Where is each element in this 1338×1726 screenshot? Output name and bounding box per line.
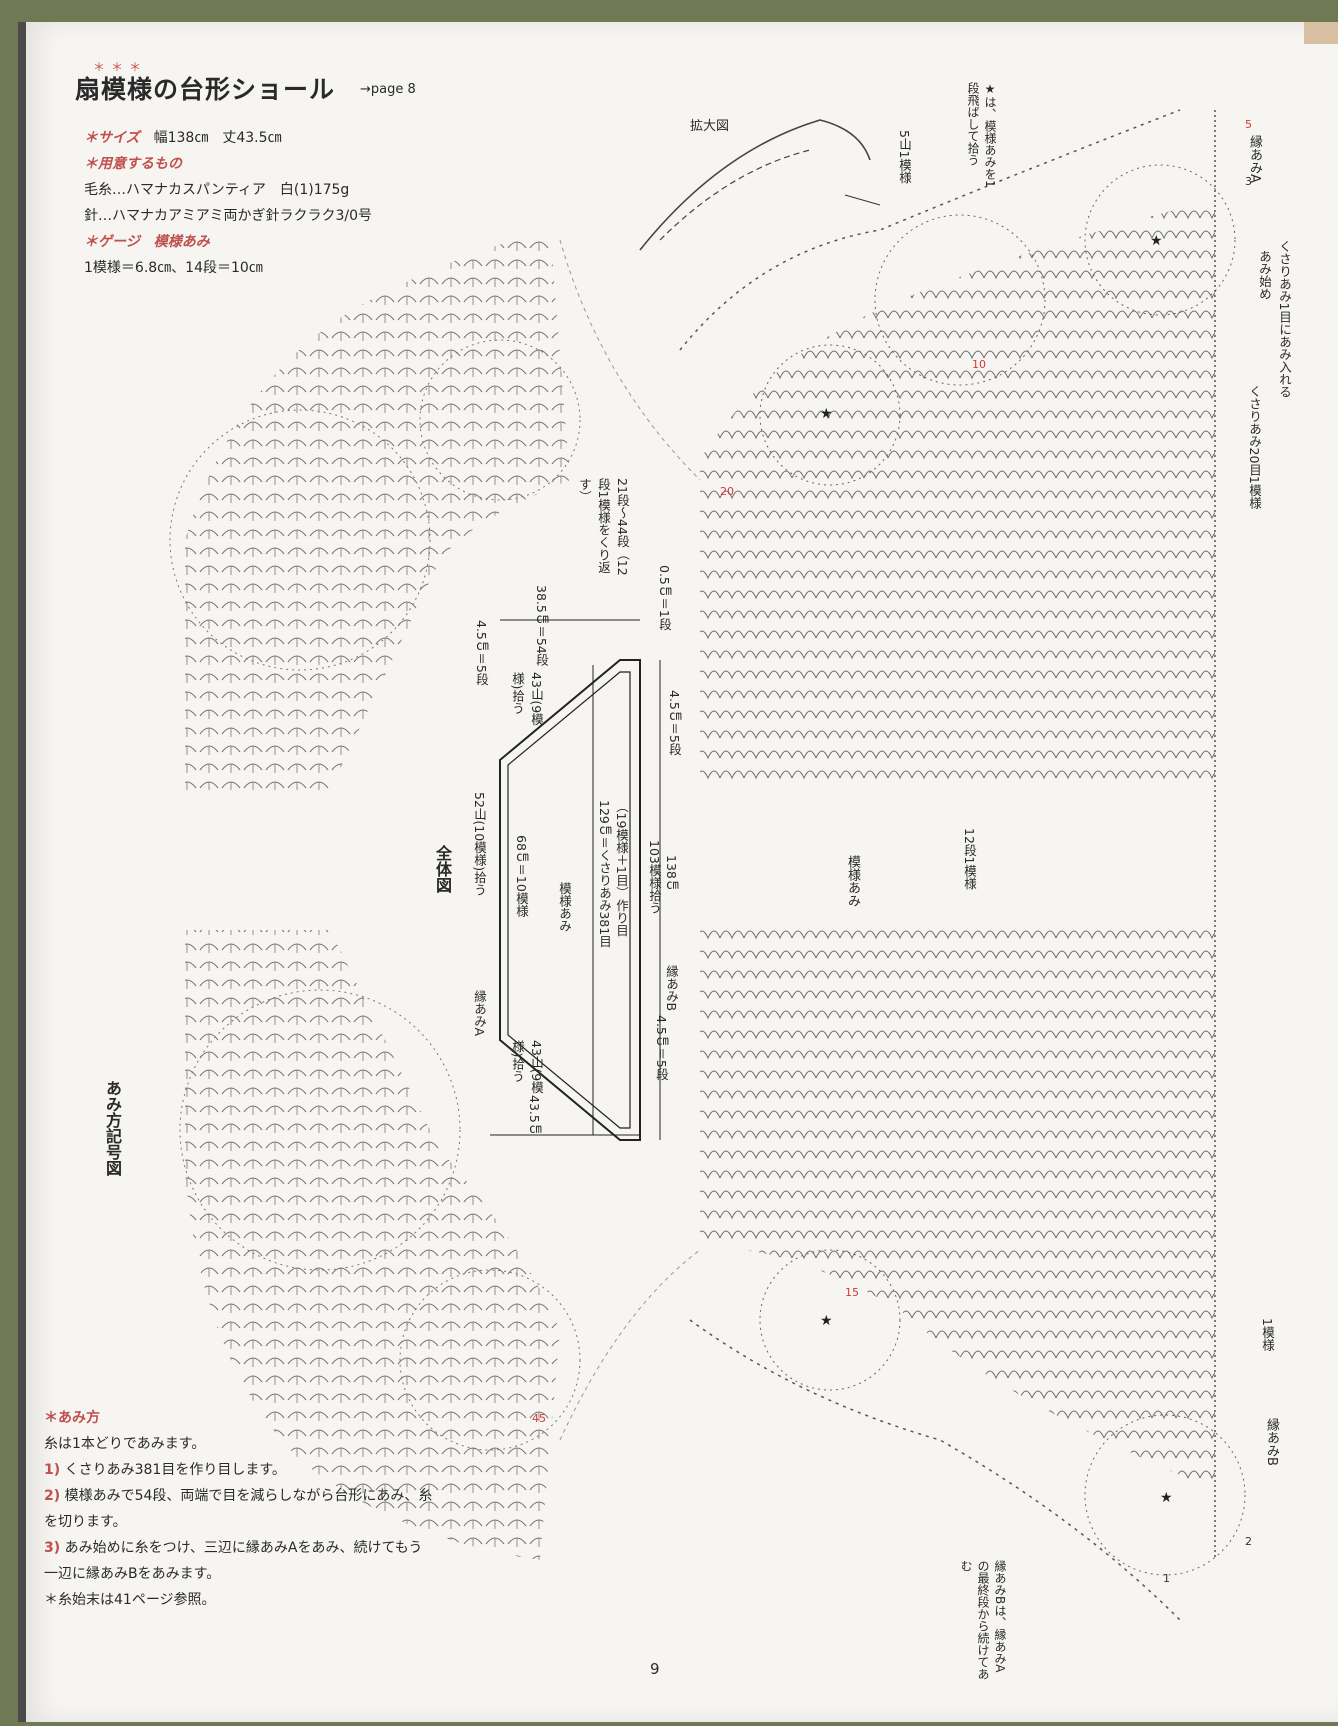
gauge-label: ＊ゲージ 模様あみ bbox=[84, 234, 210, 250]
fuchi-a-small-label: 縁あみA bbox=[472, 990, 487, 1037]
edge-top-label: 4.5㎝＝5段 bbox=[474, 620, 489, 686]
kusari-first-label: くさりあみ1目にあみ入れる bbox=[1277, 240, 1292, 398]
difficulty-stars: ＊＊＊ bbox=[93, 60, 148, 74]
edge-right-label: 4.5㎝＝5段 bbox=[667, 690, 682, 756]
top-width-label: 68㎝＝10模様 bbox=[514, 835, 529, 917]
side-top-pickup-label: 43山(9模様)拾う bbox=[510, 672, 544, 726]
row-number: 15 bbox=[845, 1286, 859, 1299]
fuchi-b-label: 縁あみB bbox=[1264, 1418, 1279, 1466]
fuchi-a-label: 縁あみA bbox=[1247, 135, 1262, 183]
page-title: 扇模様の台形ショール bbox=[75, 75, 336, 104]
page-corner bbox=[1304, 22, 1338, 44]
svg-text:★: ★ bbox=[1150, 233, 1163, 249]
method-heading: ＊あみ方 bbox=[44, 1410, 100, 1426]
left-upper-pattern bbox=[169, 230, 581, 790]
edge-bottom-label: 4.5㎝＝5段 bbox=[654, 1015, 669, 1081]
bottom-width-label: 138㎝ bbox=[664, 855, 679, 892]
gauge-value: 1模様＝6.8㎝、14段＝10㎝ bbox=[84, 260, 263, 276]
method-step-2: 模様あみで54段、両端で目を減らしながら台形にあみ、糸を切ります。 bbox=[44, 1488, 433, 1530]
enlarged-detail bbox=[639, 119, 881, 251]
bottom-pickup-label: 103模様拾う bbox=[647, 840, 662, 914]
method-intro: 糸は1本どりであみます。 bbox=[44, 1436, 206, 1452]
rows-21-44-label: 21段〜44段（12段1模様をくり返す） bbox=[577, 478, 630, 576]
step-number: 2) bbox=[44, 1488, 61, 1504]
method-note: ＊糸始末は41ページ参照。 bbox=[44, 1592, 216, 1608]
side-bottom-pickup-label: 43山(9模様)拾う bbox=[510, 1040, 544, 1094]
enlarged-label: 拡大図 bbox=[690, 119, 730, 134]
height-total-label: 43.5㎝ bbox=[527, 1095, 542, 1136]
svg-text:★: ★ bbox=[820, 406, 833, 422]
five-yama-label: 5山1模様 bbox=[897, 130, 912, 184]
method-block: ＊あみ方 糸は1本どりであみます。 1) くさりあみ381目を作り目します。 2… bbox=[44, 1405, 434, 1613]
bottom-chain-label: 129㎝＝くさりあみ381目 bbox=[597, 800, 612, 948]
page-number: 9 bbox=[650, 1660, 660, 1678]
moyou-ami-center: 模様あみ bbox=[557, 882, 572, 932]
chart-title: あみ方記号図 bbox=[103, 1080, 122, 1176]
row-number: 45 bbox=[532, 1412, 546, 1425]
row-number: 10 bbox=[972, 358, 986, 371]
step-number: 3) bbox=[44, 1540, 61, 1556]
size-label: ＊サイズ bbox=[84, 130, 140, 146]
twelve-rows-label: 12段1模様 bbox=[962, 828, 977, 890]
needle-info: 針…ハマナカアミアミ両かぎ針ラクラク3/0号 bbox=[84, 208, 372, 224]
overall-diagram-title: 全体図 bbox=[433, 845, 452, 893]
left-lower-pattern bbox=[179, 930, 581, 1560]
row-number: 2 bbox=[1245, 1535, 1252, 1548]
kusari-20-label: くさりあみ20目1模様 bbox=[1247, 385, 1262, 509]
method-step-1: くさりあみ381目を作り目します。 bbox=[64, 1462, 286, 1478]
right-upper-pattern bbox=[679, 109, 1236, 780]
method-step-3: あみ始めに糸をつけ、三辺に縁あみAをあみ、続けてもう一辺に縁あみBをあみます。 bbox=[44, 1540, 423, 1582]
row-number: 20 bbox=[720, 485, 734, 498]
height-top-label: 38.5㎝＝54段 bbox=[534, 585, 549, 667]
one-moyou-label: 1模様 bbox=[1260, 1318, 1275, 1351]
yarn-info: 毛糸…ハマナカスパンティア 白(1)175g bbox=[84, 182, 350, 198]
row-number: 5 bbox=[1245, 118, 1252, 131]
right-lower-pattern bbox=[689, 930, 1246, 1621]
bottom-foundation-label: （19模様＋1目）作り目 bbox=[614, 800, 629, 937]
top-pickup-label: 52山(10模様)拾う bbox=[472, 792, 487, 897]
info-block: ＊サイズ 幅138㎝ 丈43.5㎝ ＊用意するもの 毛糸…ハマナカスパンティア … bbox=[84, 125, 372, 281]
materials-label: ＊用意するもの bbox=[84, 156, 182, 172]
overall-diagram-shape bbox=[490, 619, 661, 1141]
ami-hajime-label: あみ始め bbox=[1257, 250, 1272, 300]
row-number: 3 bbox=[1245, 175, 1252, 188]
star-note: ★は、模様あみを1段飛ばして拾う bbox=[966, 82, 997, 188]
fuchi-b-small-label: 縁あみB bbox=[664, 965, 679, 1012]
page-reference: →page 8 bbox=[360, 82, 416, 97]
moyou-ami-label: 模様あみ bbox=[845, 855, 860, 907]
fuchi-b-note: 縁あみBは、縁あみAの最終段から続けてあむ bbox=[959, 1560, 1007, 1680]
size-value: 幅138㎝ 丈43.5㎝ bbox=[153, 130, 282, 146]
row-number: 1 bbox=[1163, 1572, 1170, 1585]
svg-text:★: ★ bbox=[1160, 1490, 1173, 1506]
row-small-label: 0.5㎝＝1段 bbox=[657, 565, 672, 631]
step-number: 1) bbox=[44, 1462, 61, 1478]
svg-text:★: ★ bbox=[820, 1313, 833, 1329]
